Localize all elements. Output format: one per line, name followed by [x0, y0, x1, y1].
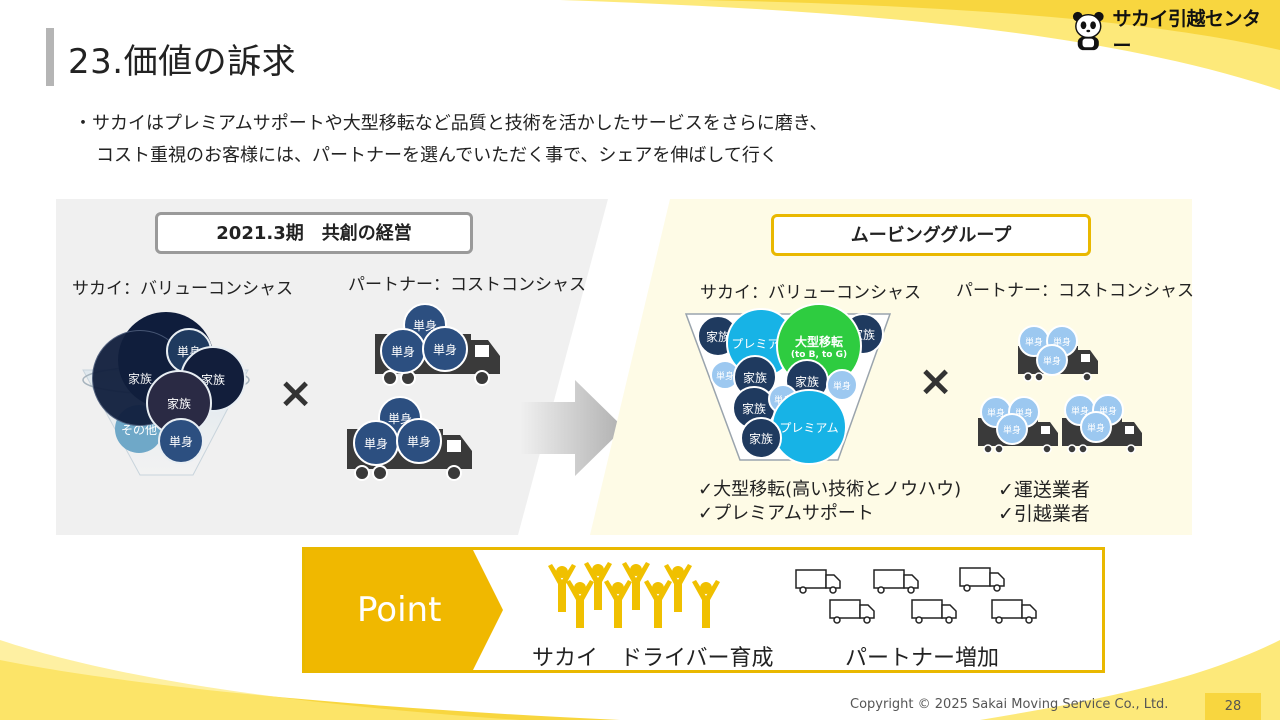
left-sakai-label: サカイ：バリューコンシャス [72, 279, 293, 299]
right-truck-3-single-3: 単身 [1080, 411, 1112, 443]
right-sakai-label: サカイ：バリューコンシャス [700, 283, 921, 303]
sakai-check-item: ✓プレミアムサポート [698, 503, 874, 524]
partner-check-item: ✓引越業者 [998, 503, 1090, 525]
left-truck-bottom-single-3: 単身 [396, 418, 442, 464]
point-caption-left: サカイ ドライバー育成 [532, 646, 774, 671]
left-truck-bottom-single-2: 単身 [353, 420, 399, 466]
point-label: Point [357, 590, 442, 630]
right-panel-header: ムービンググループ [771, 214, 1091, 256]
right-truck-1-single-3: 単身 [1036, 344, 1068, 376]
left-truck-top-single-3: 単身 [422, 326, 468, 372]
left-truck-top-single-2: 単身 [380, 328, 426, 374]
company-logo: サカイ引越センター [1072, 8, 1272, 57]
left-partner-label: パートナー：コストコンシャス [348, 275, 586, 295]
logo-text: サカイ引越センター [1112, 8, 1261, 57]
left-panel-header: 2021.3期 共創の経営 [155, 212, 473, 254]
point-chevron [305, 550, 503, 670]
right-partner-label: パートナー：コストコンシャス [956, 281, 1194, 301]
panda-icon [1072, 11, 1104, 51]
sakai-check-item: ✓大型移転(高い技術とノウハウ) [698, 479, 962, 500]
copyright: Copyright © 2025 Sakai Moving Service Co… [850, 697, 1169, 712]
bullet-line-2: コスト重視のお客様には、パートナーを選んでいただく事で、シェアを伸ばして行く [96, 145, 778, 166]
sakai-check-list: ✓大型移転(高い技術とノウハウ) ✓プレミアムサポート [698, 478, 961, 526]
page-number: 28 [1205, 693, 1261, 720]
title-accent-bar [46, 28, 54, 86]
left-times-sign: × [278, 368, 314, 417]
partner-trucks-icon [795, 567, 1037, 624]
slide-title: 23.価値の訴求 [68, 42, 297, 82]
partner-check-item: ✓運送業者 [998, 479, 1090, 501]
right-truck-2-single-3: 単身 [996, 413, 1028, 445]
transition-arrow-icon [520, 380, 624, 476]
bullet-line-1: ・サカイはプレミアムサポートや大型移転など品質と技術を活かしたサービスをさらに磨… [74, 113, 828, 134]
left-single-circle-2: 単身 [158, 418, 204, 464]
bullet-text: ・サカイはプレミアムサポートや大型移転など品質と技術を活かしたサービスをさらに磨… [74, 108, 827, 172]
point-caption-right: パートナー増加 [845, 646, 1000, 671]
people-icon [548, 562, 720, 628]
right-family-circle-6: 家族 [740, 417, 782, 459]
partner-check-list: ✓運送業者 ✓引越業者 [998, 478, 1090, 526]
right-times-sign: × [918, 356, 954, 405]
right-premium-circle-2: プレミアム [771, 389, 847, 465]
